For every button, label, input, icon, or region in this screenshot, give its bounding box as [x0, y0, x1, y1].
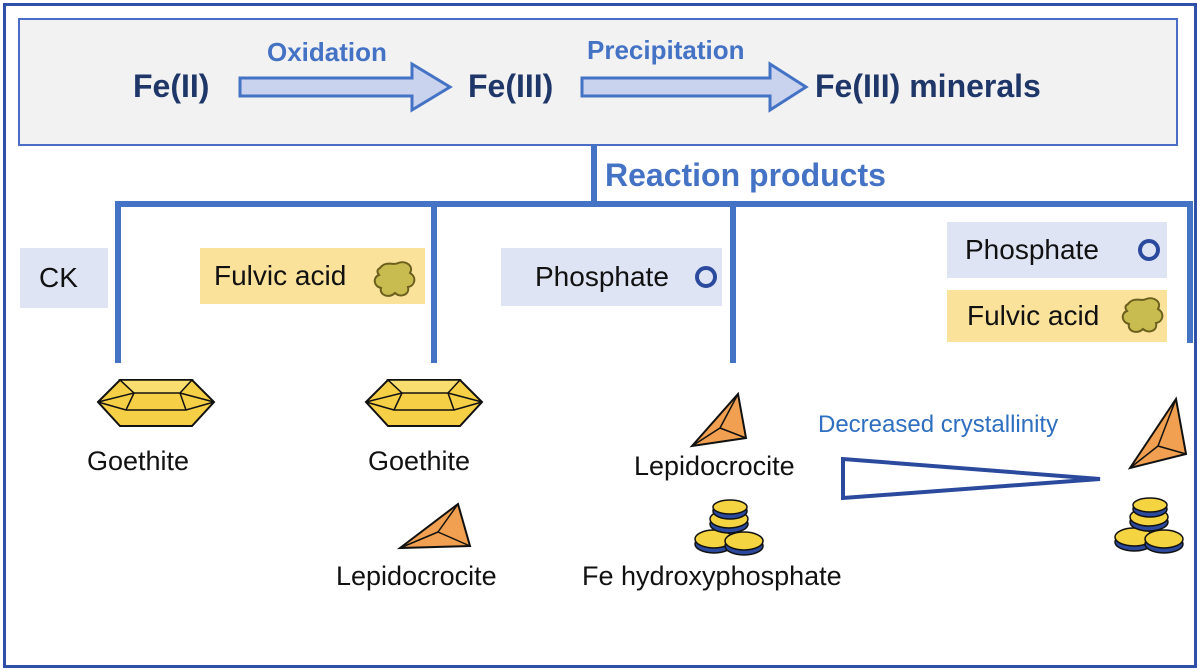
condition-fulvic-acid-combined: Fulvic acid	[947, 290, 1167, 342]
lepidocrocite-crystal-icon	[1127, 396, 1188, 470]
fulvic-acid-blob-icon	[1121, 297, 1164, 333]
phosphate-circle-icon	[695, 266, 717, 288]
condition-ck-label: CK	[39, 262, 78, 293]
product-lepidocrocite-fulvic: Lepidocrocite	[336, 561, 497, 591]
trend-label: Decreased crystallinity	[818, 411, 1059, 438]
product-goethite-fulvic: Goethite	[368, 446, 471, 476]
reaction-pathway-box	[18, 18, 1178, 146]
condition-phosphate-combined-label: Phosphate	[965, 234, 1099, 265]
reaction-products-label: Reaction products	[605, 157, 886, 193]
product-fe-hydroxyphosphate: Fe hydroxyphosphate	[582, 561, 842, 591]
lepidocrocite-crystal-icon	[689, 391, 748, 448]
decreasing-wedge-icon	[841, 456, 1101, 501]
outer-frame	[3, 3, 1197, 668]
condition-phosphate: Phosphate	[501, 248, 722, 306]
condition-fulvic-acid-combined-label: Fulvic acid	[967, 300, 1100, 331]
condition-phosphate-label: Phosphate	[535, 261, 669, 292]
product-goethite-ck: Goethite	[87, 446, 190, 476]
species-fe-ii: Fe(II)	[133, 68, 210, 104]
step-precipitation-label: Precipitation	[587, 35, 745, 65]
fe-hydroxyphosphate-stack-icon	[1114, 497, 1184, 554]
goethite-crystal-icon	[96, 379, 216, 427]
condition-ck: CK	[20, 248, 108, 308]
condition-fulvic-acid-label: Fulvic acid	[214, 260, 347, 291]
species-fe-iii: Fe(III)	[468, 68, 554, 104]
lepidocrocite-crystal-icon	[396, 502, 472, 550]
fe-hydroxyphosphate-stack-icon	[694, 499, 764, 556]
step-oxidation-label: Oxidation	[267, 37, 387, 67]
condition-phosphate-combined: Phosphate	[947, 222, 1167, 278]
oxidation-arrow-icon	[238, 61, 453, 113]
species-fe-iii-minerals: Fe(III) minerals	[815, 68, 1041, 104]
product-lepidocrocite-phosphate: Lepidocrocite	[634, 451, 795, 481]
phosphate-circle-icon	[1138, 239, 1160, 261]
precipitation-arrow-icon	[580, 61, 809, 113]
goethite-crystal-icon	[364, 379, 484, 427]
fulvic-acid-blob-icon	[373, 261, 416, 297]
